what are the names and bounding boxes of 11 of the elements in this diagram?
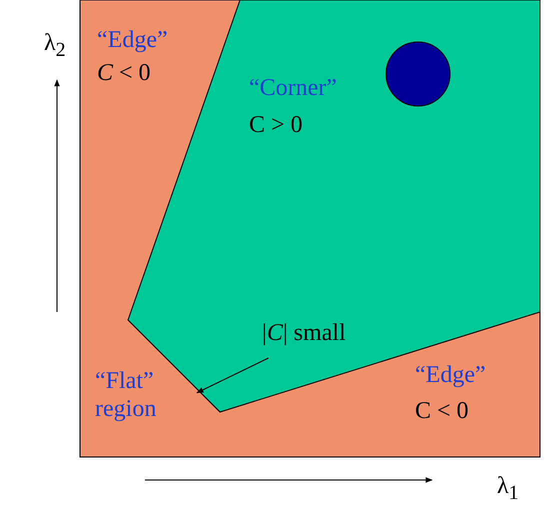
condition-text: C > 0 xyxy=(249,112,303,140)
condition-text: C < 0 xyxy=(415,398,469,426)
leader-arrow xyxy=(196,358,269,394)
region-label: “Flat” region xyxy=(95,368,185,424)
region-label: “Edge” xyxy=(97,27,168,55)
region-label: “Edge” xyxy=(415,362,486,390)
axis-label: λ$_{1}$ xyxy=(497,473,519,505)
region-label: “Corner” xyxy=(249,75,337,103)
annotation-text: |C| small xyxy=(262,320,346,348)
axis-label: λ$_{2}$ xyxy=(44,30,66,62)
condition-text: C < 0 xyxy=(97,60,151,88)
